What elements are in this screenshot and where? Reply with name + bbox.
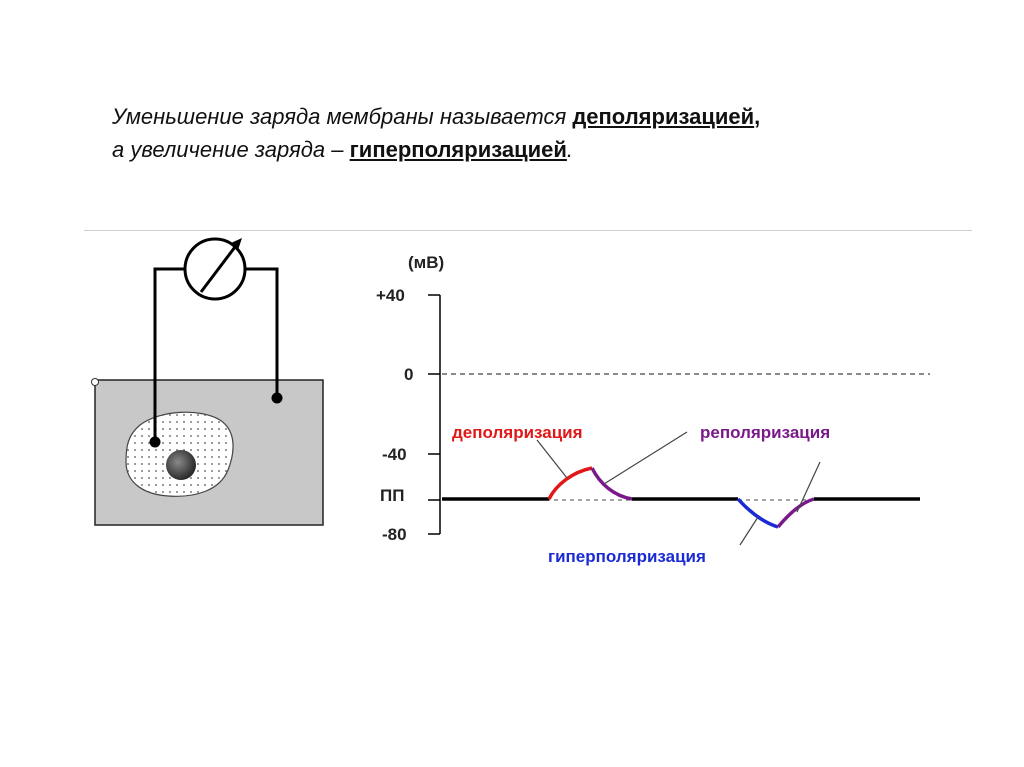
depolarization-trace [547,466,593,500]
heading-line-1-end: , [754,104,761,129]
term-hyperpolarization: гиперполяризацией [349,137,567,162]
leader-repolarization-1 [603,431,688,485]
label-hyperpolarization: гиперполяризация [548,547,706,566]
voltmeter-icon [183,237,247,301]
heading-line-1: Уменьшение заряда мембраны называется де… [112,100,760,133]
leader-repolarization-2 [796,461,821,513]
tick-label-minus80: -80 [382,525,407,544]
tick-label-minus40: -40 [382,445,407,464]
potential-graph: (мВ) +40 0 -40 ПП -80 деполяризация репо… [376,253,930,566]
slide-heading: Уменьшение заряда мембраны называется де… [112,100,760,166]
hyperpolarization-trace [736,497,779,529]
cell-icon [125,411,234,497]
electrode-wire-right [245,267,279,398]
label-depolarization: деполяризация [452,423,583,442]
repolarization-trace-2 [776,497,815,529]
y-axis-unit: (мВ) [408,253,444,272]
tick-label-plus40: +40 [376,286,405,305]
needle-arrowhead [231,238,242,250]
label-repolarization: реполяризация [700,423,830,442]
extracellular-electrode-tip [271,392,283,404]
term-depolarization: деполяризацией [572,104,755,129]
tick-label-0: 0 [404,365,413,384]
heading-line-1-text: Уменьшение заряда мембраны называется [112,104,573,129]
leader-depolarization [536,439,568,479]
tick-label-rest: ПП [380,486,404,505]
heading-line-2-end: . [566,137,574,162]
bath-corner-marker [91,378,99,386]
apparatus [91,237,324,526]
leader-hyperpolarization [739,516,759,546]
nucleus [166,450,196,480]
repolarization-trace-1 [590,467,633,501]
intracellular-electrode-tip [149,436,161,448]
voltmeter-needle [199,242,240,293]
divider [84,230,972,231]
heading-line-2-text: а увеличение заряда – [112,137,350,162]
heading-line-2: а увеличение заряда – гиперполяризацией. [112,133,760,166]
electrode-wire-left [153,267,185,442]
